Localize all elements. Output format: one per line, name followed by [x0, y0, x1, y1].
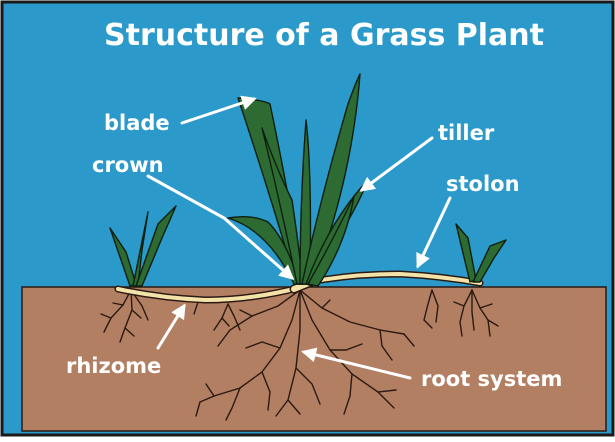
- label-rhizome: rhizome: [66, 354, 161, 378]
- label-blade: blade: [104, 111, 170, 135]
- label-crown: crown: [92, 153, 164, 177]
- label-stolon: stolon: [446, 172, 520, 196]
- label-root-system: root system: [421, 367, 562, 391]
- label-tiller: tiller: [438, 121, 495, 145]
- diagram-title: Structure of a Grass Plant: [104, 18, 544, 53]
